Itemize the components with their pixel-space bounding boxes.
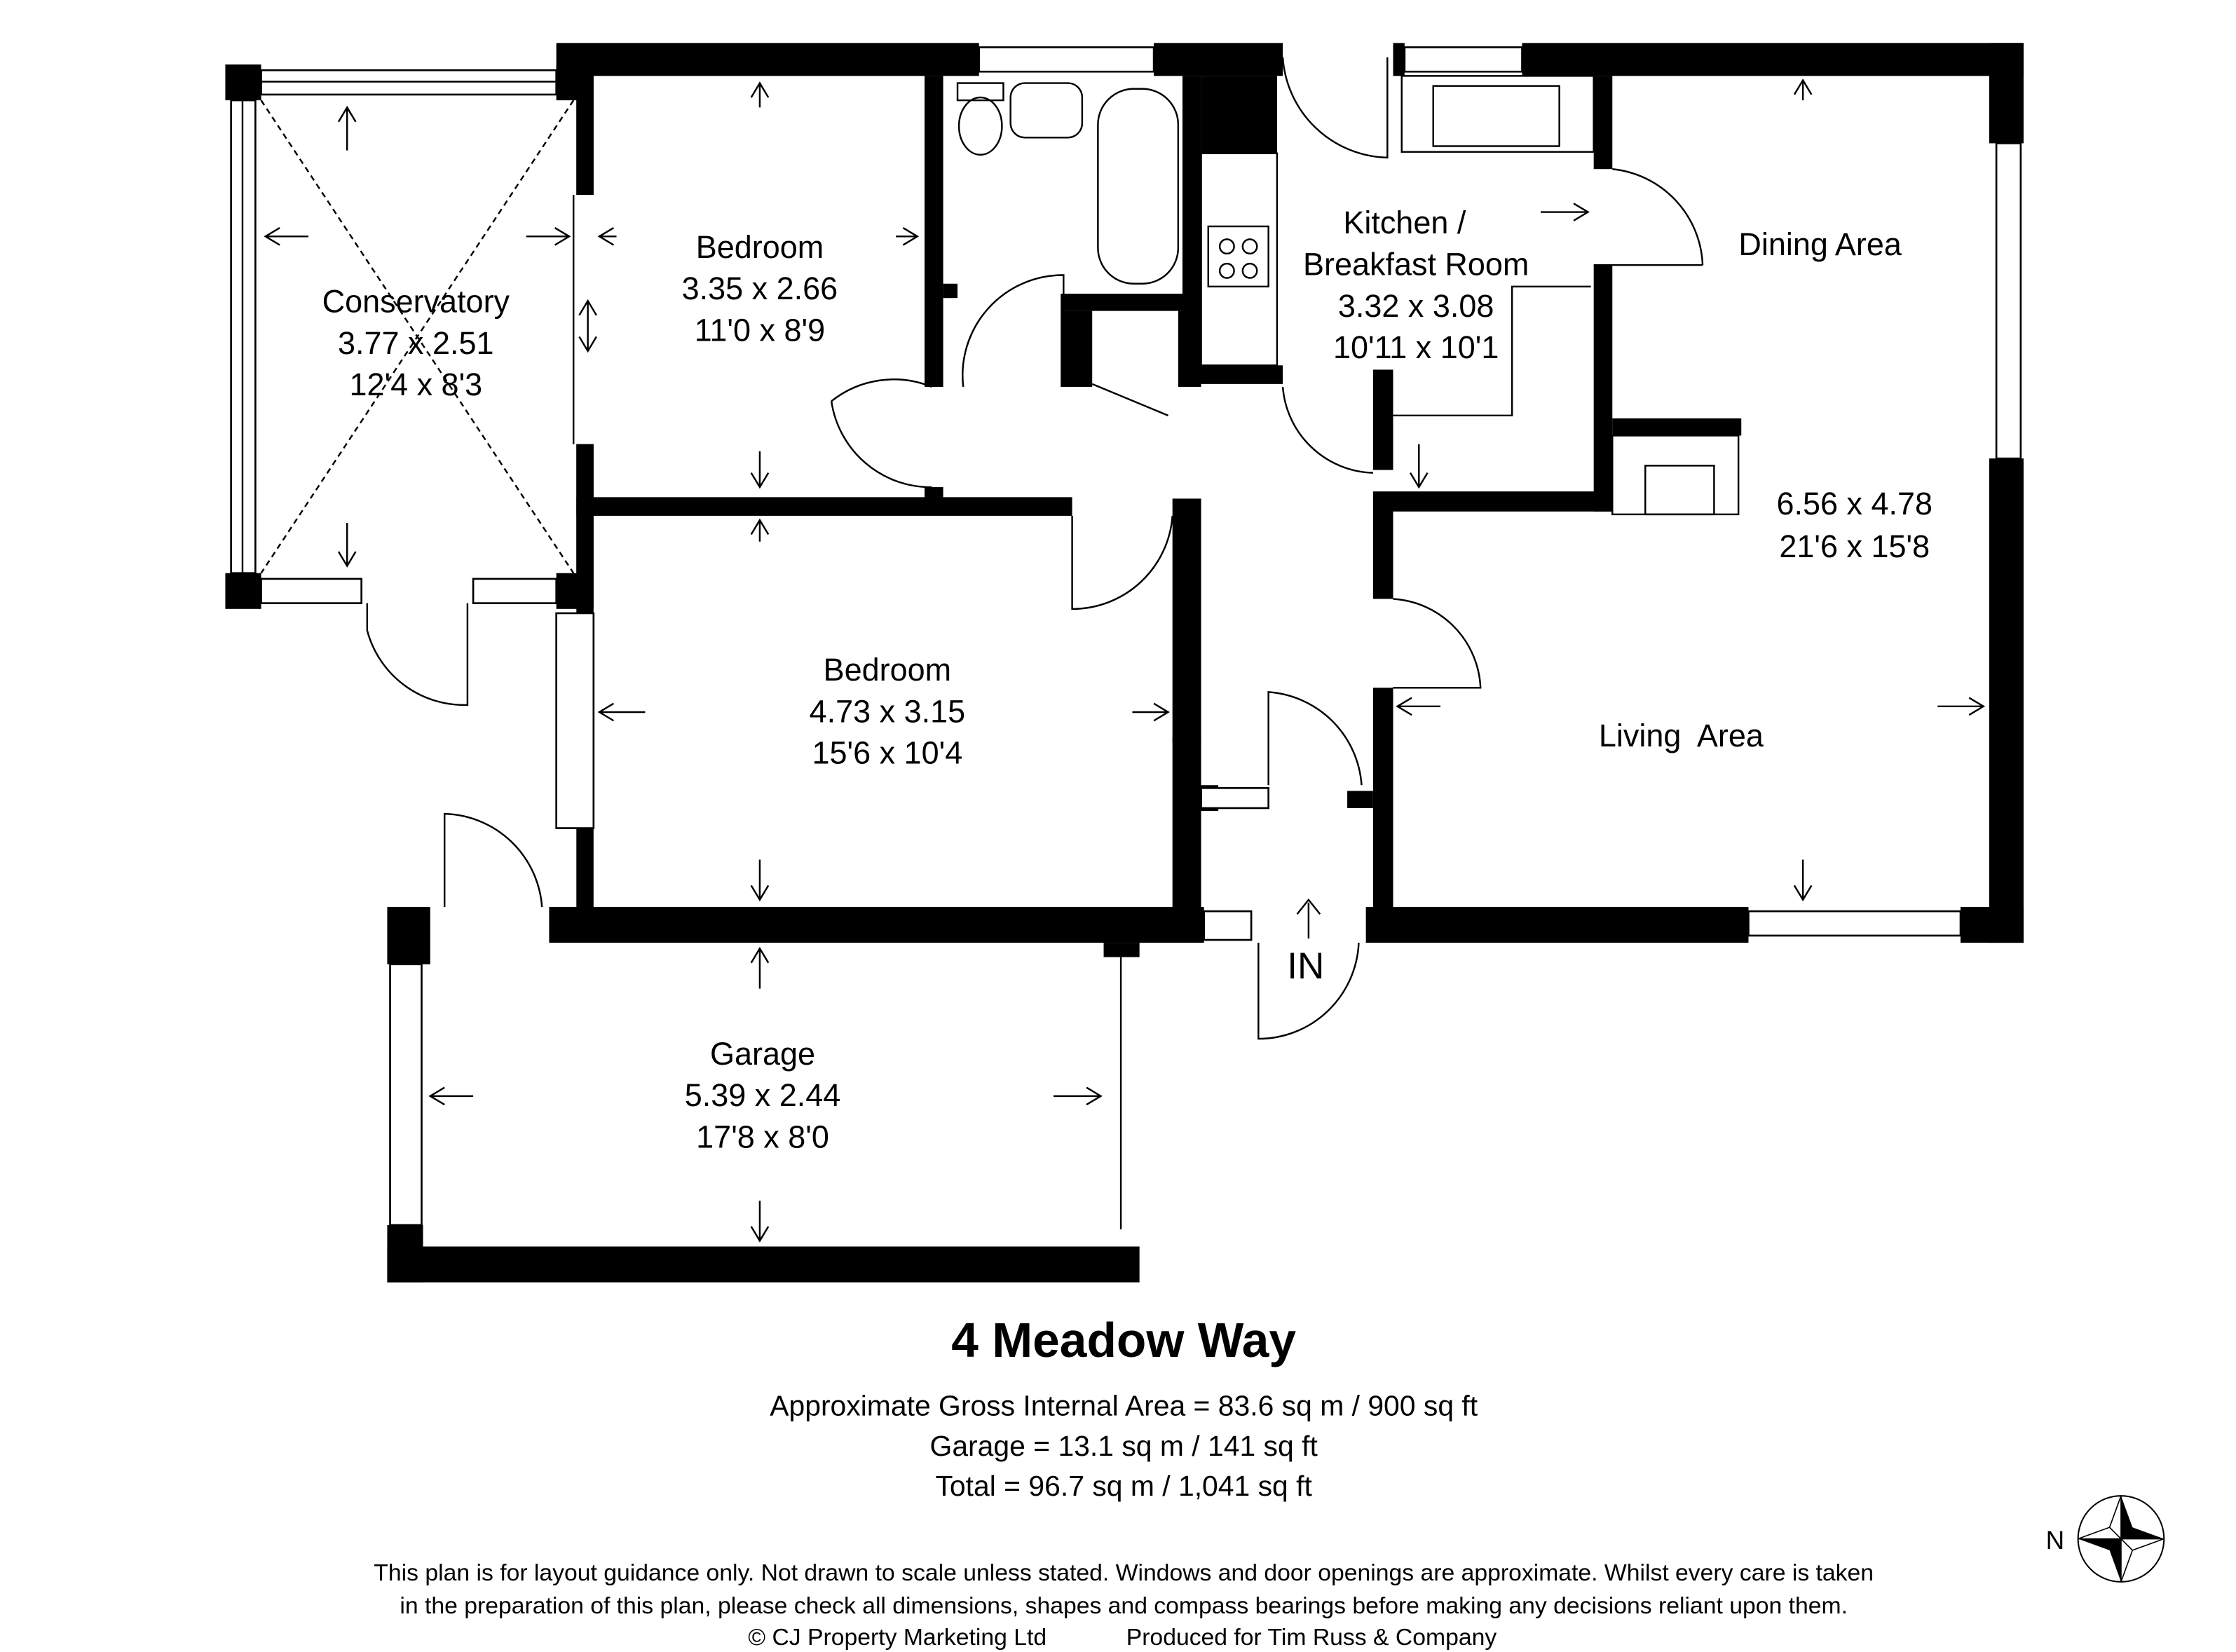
entrance-label: IN [1287,946,1324,987]
room-metric: 3.77 x 2.51 [338,325,494,361]
room-metric: 3.32 x 3.08 [1338,288,1494,324]
dimension-arrows [264,78,1986,1243]
room-bedroom-2: Bedroom 4.73 x 3.15 15'6 x 10'4 [810,652,966,771]
compass-icon: N [2046,1495,2165,1583]
room-name-2: Living Area [1599,718,1764,753]
room-kitchen: Kitchen / Breakfast Room 3.32 x 3.08 10'… [1303,205,1529,365]
room-metric: 3.35 x 2.66 [682,271,838,306]
room-imperial: 12'4 x 8'3 [349,367,482,402]
room-metric: 5.39 x 2.44 [685,1077,841,1113]
room-name: Bedroom [824,652,951,688]
room-name-2: Breakfast Room [1303,246,1529,282]
produced-for: Produced for Tim Russ & Company [1126,1624,1497,1651]
room-imperial: 17'8 x 8'0 [696,1119,829,1154]
garage-walls [387,812,1140,1283]
room-name: Kitchen / [1343,205,1466,240]
room-name: Garage [710,1036,815,1072]
room-metric: 6.56 x 4.78 [1776,486,1932,521]
room-imperial: 21'6 x 15'8 [1779,528,1930,564]
room-name: Bedroom [696,229,824,265]
disclaimer-line-2: in the preparation of this plan, please … [400,1592,1848,1619]
garage-area: Garage = 13.1 sq m / 141 sq ft [930,1430,1318,1462]
room-name: Dining Area [1738,226,1902,262]
room-name: Conservatory [322,284,510,320]
room-living-dining: Dining Area 6.56 x 4.78 21'6 x 15'8 Livi… [1599,226,1932,753]
room-metric: 4.73 x 3.15 [810,693,966,729]
property-title: 4 Meadow Way [951,1313,1296,1367]
copyright: © CJ Property Marketing Ltd [748,1624,1047,1651]
room-bedroom-1: Bedroom 3.35 x 2.66 11'0 x 8'9 [682,229,838,348]
room-imperial: 10'11 x 10'1 [1333,329,1499,365]
room-conservatory: Conservatory 3.77 x 2.51 12'4 x 8'3 [322,284,510,403]
room-imperial: 11'0 x 8'9 [695,313,825,348]
compass-label: N [2046,1526,2065,1555]
house-walls [549,43,2024,1040]
gross-area: Approximate Gross Internal Area = 83.6 s… [770,1390,1478,1422]
room-imperial: 15'6 x 10'4 [812,735,963,771]
disclaimer-line-1: This plan is for layout guidance only. N… [374,1559,1874,1586]
room-garage: Garage 5.39 x 2.44 17'8 x 8'0 [685,1036,841,1155]
total-area: Total = 96.7 sq m / 1,041 sq ft [935,1470,1312,1502]
